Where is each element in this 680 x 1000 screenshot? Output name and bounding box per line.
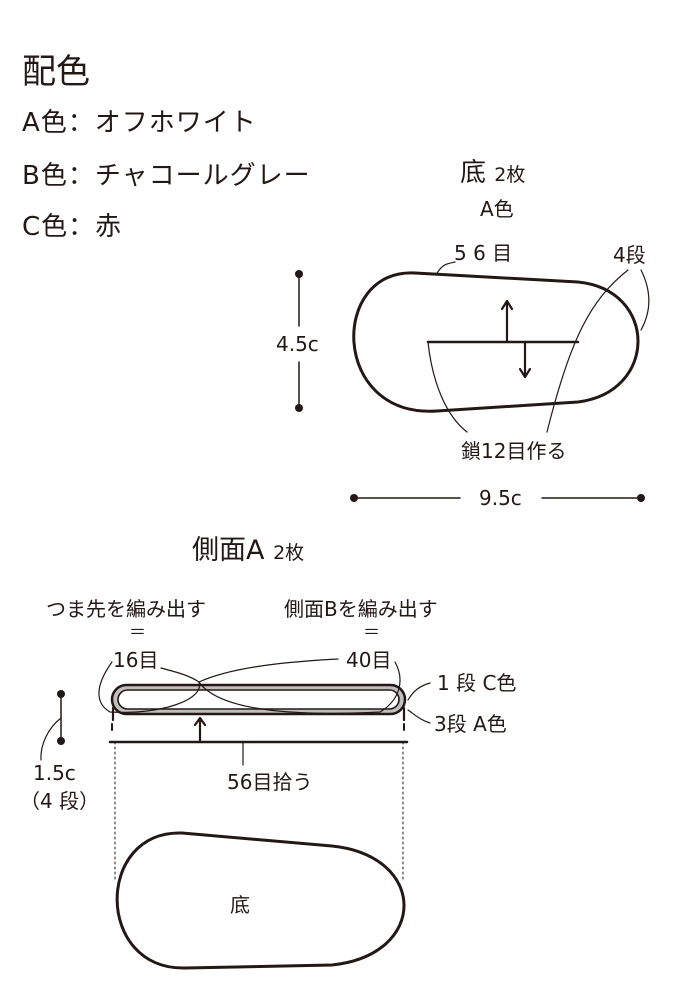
sole-outline: [352, 271, 640, 413]
leader-chain-left: [427, 341, 468, 433]
side-b-note: 側面Bを編み出す: [284, 597, 438, 621]
side-dim-dot-bottom: [57, 737, 65, 745]
scheme-color-a: A色：オフホワイト: [22, 108, 257, 138]
sole-chain: 鎖12目作る: [461, 439, 567, 463]
height-dim-dot-top: [295, 270, 303, 278]
sole-height: 4.5c: [276, 332, 319, 356]
side-title-text: 側面A: [192, 535, 265, 566]
pickup-arrow: [193, 716, 207, 744]
side-count: 2枚: [273, 542, 305, 564]
side-title: 側面A 2枚: [192, 537, 304, 564]
sole-count: 2枚: [494, 164, 526, 186]
width-dim-dot-left: [350, 494, 358, 502]
side-wall: [111, 706, 406, 722]
leader-rounds-2: [546, 269, 629, 433]
side-height-leader: [40, 717, 62, 761]
scheme-color-b: B色：チャコールグレー: [22, 161, 311, 191]
scheme-title: 配色: [22, 52, 90, 92]
side-b-stitches: 40目: [346, 648, 392, 672]
leader-16: [98, 661, 201, 713]
sole-title: 底 2枚: [460, 160, 525, 186]
sole-title-text: 底: [460, 158, 487, 188]
arrow-up: [500, 299, 514, 344]
round3-label: 3段 A色: [434, 712, 507, 736]
height-dim-dot-bottom: [295, 404, 303, 412]
width-dim-dot-right: [637, 494, 645, 502]
toe-eq: ＝: [129, 623, 146, 643]
pickup-label: 56目拾う: [227, 770, 313, 794]
scheme-color-c: C色：赤: [22, 212, 123, 242]
sole-stitches: 5 6 目: [454, 241, 513, 265]
side-height: 1.5c: [33, 761, 76, 785]
toe-stitches: 16目: [113, 648, 159, 672]
side-height-rounds: （4 段）: [20, 789, 100, 813]
leader-round3: [407, 709, 431, 724]
toe-note: つま先を編み出す: [46, 597, 206, 621]
base-sole: [115, 831, 406, 970]
leader-40: [198, 658, 401, 714]
sole-color: A色: [480, 197, 514, 221]
leader-round1: [407, 682, 431, 701]
sole-width: 9.5c: [479, 486, 522, 510]
side-rim-inner: [117, 689, 400, 710]
round1-label: 1 段 C色: [437, 671, 517, 695]
leader-rounds: [640, 269, 650, 331]
arrow-down: [518, 340, 532, 379]
side-dim-dot-top: [57, 690, 65, 698]
side-bracket: [111, 723, 405, 731]
side-b-eq: ＝: [363, 623, 380, 643]
leader-stitches: [436, 261, 456, 274]
base-label: 底: [230, 893, 250, 917]
sole-rounds: 4段: [613, 243, 646, 267]
